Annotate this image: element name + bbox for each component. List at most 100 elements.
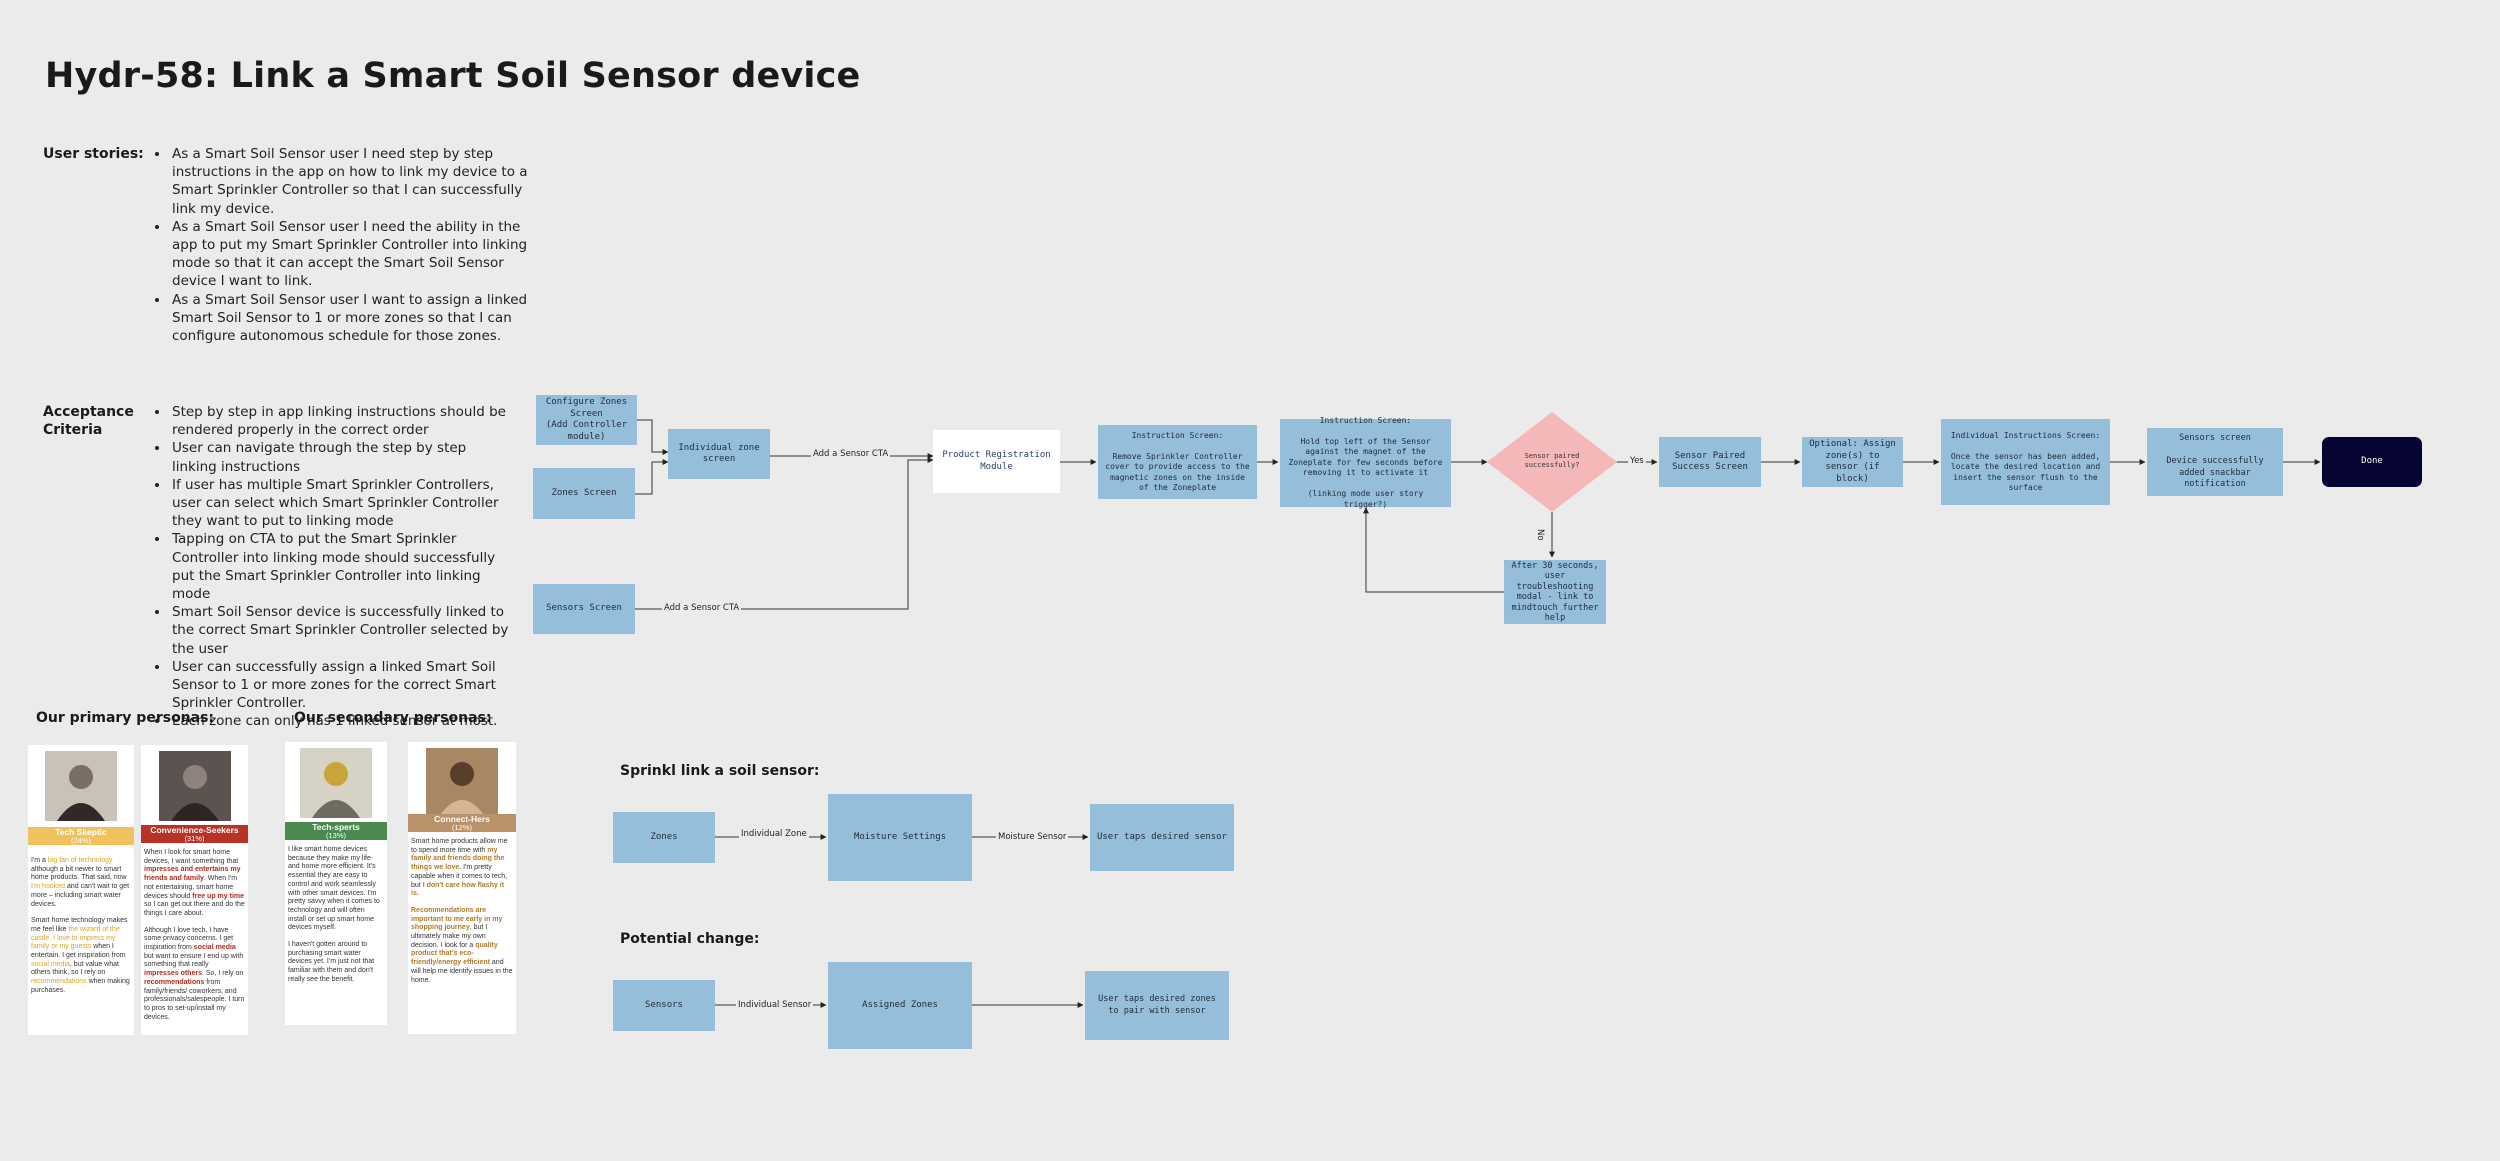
persona-highlight: impresses and entertains my friends and … <box>144 866 241 883</box>
persona-description: Smart home products allow me to spend mo… <box>411 838 513 993</box>
persona-text: and will help me identify issues in the … <box>411 959 513 984</box>
persona-paragraph: Smart home technology makes me feel like… <box>31 917 131 995</box>
edge-label-individual-zone: Individual Zone <box>739 829 809 839</box>
persona-highlight: free up my time <box>192 892 245 900</box>
sensors-screen-final-node: Sensors screen Device successfully added… <box>2147 428 2283 496</box>
persona-name-band: Tech-sperts(13%) <box>285 822 387 840</box>
sensor-paired-success-node: Sensor Paired Success Screen <box>1659 437 1761 487</box>
persona-percentage: (31%) <box>184 834 205 843</box>
individual-zone-screen-node: Individual zone screen <box>668 429 770 479</box>
persona-highlight: recommendations <box>31 978 87 986</box>
persona-highlight: I'm hooked <box>31 883 66 891</box>
persona-paragraph: Recommendations are important to me earl… <box>411 907 513 985</box>
persona-name: Convenience-Seekers <box>150 825 239 835</box>
persona-description: I like smart home devices because they m… <box>288 846 384 993</box>
bullet-item: User can navigate through the step by st… <box>170 439 510 475</box>
persona-text: from family/friends/ coworkers, and prof… <box>144 978 245 1021</box>
persona-highlight: recommendations <box>144 978 205 986</box>
done-node: Done <box>2322 437 2422 487</box>
edge-configure-to-zone <box>637 419 669 455</box>
persona-text: . When I'm not entertaining, smart home … <box>144 875 238 900</box>
potential-user-taps-zones-node: User taps desired zones to pair with sen… <box>1085 971 1229 1040</box>
edge-label-add-sensor-cta-2: Add a Sensor CTA <box>662 603 742 613</box>
persona-text: Although I love tech, I have some privac… <box>144 926 234 952</box>
persona-description: I'm a big fan of technology although a b… <box>31 857 131 1004</box>
bullet-item: As a Smart Soil Sensor user I need the a… <box>170 218 540 291</box>
bullet-item: Step by step in app linking instructions… <box>170 403 510 439</box>
acceptance-criteria-label: Acceptance Criteria <box>43 404 134 438</box>
persona-percentage: (13%) <box>325 831 346 840</box>
sprinkl-user-taps-sensor-node: User taps desired sensor <box>1090 804 1234 871</box>
individual-instructions-node: Individual Instructions Screen: Once the… <box>1941 419 2110 505</box>
troubleshooting-modal-node: After 30 seconds, user troubleshooting m… <box>1504 560 1606 624</box>
persona-name: Connect-Hers <box>434 814 490 824</box>
secondary-personas-label: Our secondary personas: <box>294 710 492 726</box>
user-stories-label: User stories: <box>43 146 144 162</box>
bullet-item: Tapping on CTA to put the Smart Sprinkle… <box>170 530 510 603</box>
primary-personas-label: Our primary personas: <box>36 710 215 726</box>
edge-zones-to-zone <box>635 459 669 495</box>
persona-highlight: social media <box>31 960 70 968</box>
optional-assign-zones-node: Optional: Assign zone(s) to sensor (if b… <box>1802 437 1903 487</box>
bullet-item: As a Smart Soil Sensor user I want to as… <box>170 291 540 346</box>
bullet-item: If user has multiple Smart Sprinkler Con… <box>170 476 510 531</box>
persona-paragraph: Although I love tech, I have some privac… <box>144 927 245 1023</box>
persona-paragraph: Smart home products allow me to spend mo… <box>411 838 513 899</box>
decision-diamond-shape <box>1487 412 1617 512</box>
page-title: Hydr-58: Link a Smart Soil Sensor device <box>45 56 861 96</box>
persona-highlight: impresses others <box>144 970 202 978</box>
edge-label-add-sensor-cta-1: Add a Sensor CTA <box>811 449 891 459</box>
zones-screen-node: Zones Screen <box>533 468 635 519</box>
sprinkl-section-label: Sprinkl link a soil sensor: <box>620 763 820 779</box>
product-registration-node: Product Registration Module <box>933 430 1060 493</box>
persona-card-convenience-seekers: Convenience-Seekers(31%) When I look for … <box>141 745 248 1035</box>
persona-text: When I look for smart home devices, I wa… <box>144 849 239 865</box>
persona-highlight: social media <box>193 944 236 952</box>
persona-text: and can't wait to get more – including s… <box>31 883 130 908</box>
persona-text: although a bit newer to smart home produ… <box>31 865 127 882</box>
potential-sensors-node: Sensors <box>613 980 715 1031</box>
edge-label-no: No <box>1535 527 1545 543</box>
edge-label-individual-sensor: Individual Sensor <box>736 1000 814 1010</box>
acceptance-criteria-list: Step by step in app linking instructions… <box>150 403 510 731</box>
persona-text: I haven't gotten around to purchasing sm… <box>288 941 375 983</box>
persona-text: , but value what others think, so I rely… <box>31 960 119 977</box>
persona-text: , but I ultimately make my own decision.… <box>411 924 488 949</box>
sprinkl-zones-node: Zones <box>613 812 715 863</box>
edge-troubleshoot-loop <box>1363 507 1504 593</box>
persona-text: . I'm pretty capable when it comes to te… <box>411 864 508 889</box>
sensor-paired-decision: Sensor paired successfully? <box>1487 412 1617 512</box>
persona-name: Tech-sperts <box>312 822 360 832</box>
user-stories-list: As a Smart Soil Sensor user I need step … <box>150 145 540 345</box>
persona-highlight: Recommendations are important to me earl… <box>411 906 503 932</box>
persona-card-connect-hers: Connect-Hers(12%) Smart home products all… <box>408 742 516 1034</box>
potential-change-label: Potential change: <box>620 931 760 947</box>
persona-text: Smart home products allow me to spend mo… <box>411 838 508 854</box>
persona-text: I'm a <box>31 857 48 864</box>
persona-highlight: I don't care how flashy it is. <box>411 881 505 898</box>
persona-text: I like smart home devices because they m… <box>288 846 380 932</box>
persona-text: but want to ensure I end up with somethi… <box>144 952 244 969</box>
bullet-item: As a Smart Soil Sensor user I need step … <box>170 145 540 218</box>
persona-highlight: my family and friends doing the things w… <box>411 846 505 872</box>
persona-highlight: quality product that's eco-friendly/ener… <box>411 941 498 967</box>
edge-label-moisture-sensor: Moisture Sensor <box>996 832 1069 842</box>
bullet-item: Smart Soil Sensor device is successfully… <box>170 603 510 658</box>
persona-paragraph: I like smart home devices because they m… <box>288 846 384 933</box>
persona-photo <box>158 751 231 821</box>
edge-sensors-to-registration <box>635 457 934 610</box>
sprinkl-moisture-settings-node: Moisture Settings <box>828 794 972 881</box>
decision-text: Sensor paired successfully? <box>1524 452 1580 469</box>
persona-name-band: Convenience-Seekers(31%) <box>141 825 248 843</box>
persona-highlight: the wizard of the castle. I love to impr… <box>31 925 120 951</box>
persona-name-band: Connect-Hers(12%) <box>408 814 516 832</box>
persona-percentage: (12%) <box>451 823 472 832</box>
persona-text: so I can get out there and do the things… <box>144 901 245 917</box>
persona-photo <box>426 748 498 818</box>
sensors-screen-node: Sensors Screen <box>533 584 635 634</box>
persona-text: when I entertain. I get inspiration from <box>31 943 126 960</box>
persona-text: when making purchases. <box>31 978 130 994</box>
instruction-hold-sensor-node: Instruction Screen: Hold top left of the… <box>1280 416 1451 509</box>
persona-name-band: Tech Skeptic(24%) <box>28 827 134 845</box>
